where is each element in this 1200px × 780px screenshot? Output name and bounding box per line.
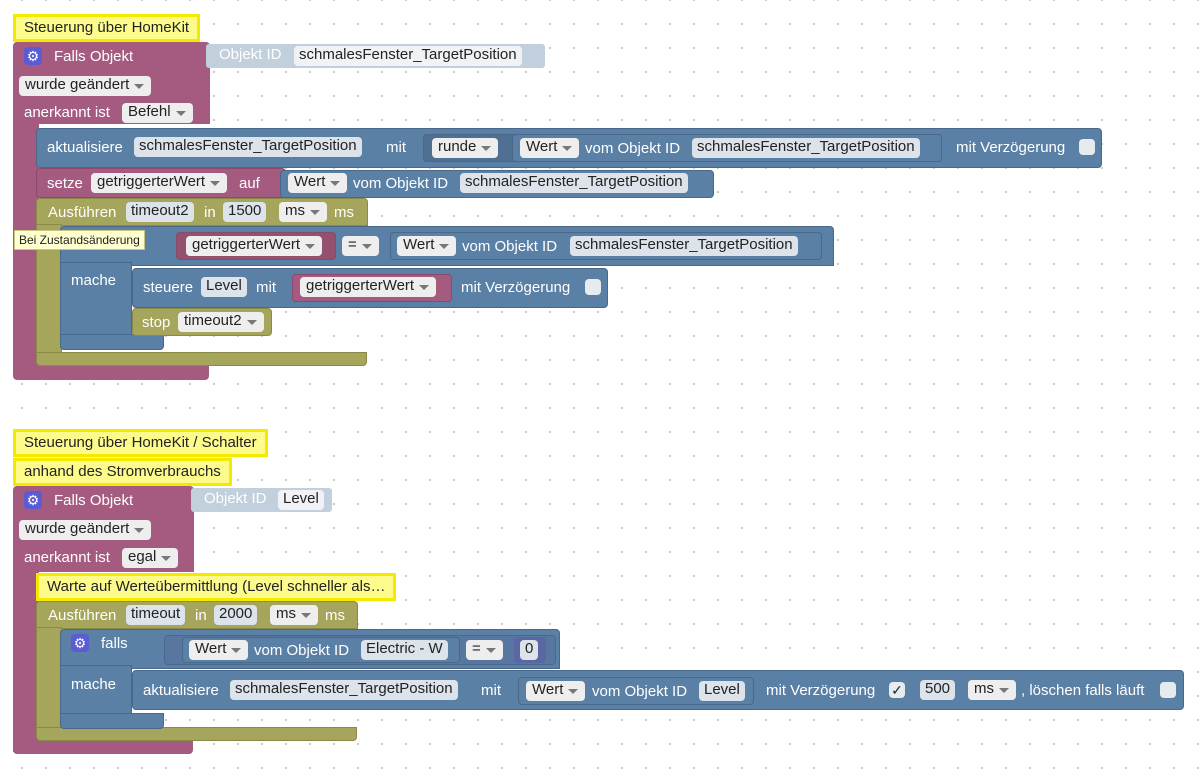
- timeout-name-field[interactable]: timeout: [126, 605, 186, 625]
- control-variable-dropdown[interactable]: getriggerterWert: [300, 277, 437, 297]
- timeout-unit-suffix: ms: [334, 204, 354, 221]
- changed-dropdown[interactable]: wurde geändert: [19, 520, 152, 540]
- update-clear-label: , löschen falls läuft: [1021, 682, 1145, 699]
- timeout-unit-suffix: ms: [325, 607, 345, 624]
- comment-group2-line2[interactable]: anhand des Stromverbrauchs: [13, 458, 232, 486]
- ack-dropdown[interactable]: Befehl: [122, 103, 193, 123]
- compare-operator-dropdown[interactable]: =: [342, 236, 379, 256]
- update-with-label: mit: [481, 682, 501, 699]
- comment-group2-line1[interactable]: Steuerung über HomeKit / Schalter: [13, 429, 268, 457]
- timeout-label: Ausführen: [48, 204, 117, 221]
- compare-variable-dropdown[interactable]: getriggerterWert: [186, 236, 323, 256]
- control-with-label: mit: [256, 279, 276, 296]
- control-delay-checkbox[interactable]: [585, 279, 601, 295]
- update-delay-checkbox[interactable]: ✓: [889, 682, 905, 698]
- control-target-field[interactable]: Level: [201, 277, 247, 297]
- object-id-label: Objekt ID: [204, 490, 267, 507]
- update-value-dropdown[interactable]: Wert: [526, 681, 586, 701]
- update-target-field[interactable]: schmalesFenster_TargetPosition: [134, 137, 362, 157]
- update-label: aktualisiere: [47, 139, 123, 156]
- gear-icon[interactable]: ⚙: [24, 491, 42, 509]
- set-to-label: auf: [239, 175, 260, 192]
- if-label: falls: [101, 635, 128, 652]
- set-value-dropdown[interactable]: Wert: [288, 173, 348, 193]
- event-trigger-footer-2: [13, 740, 193, 754]
- timeout-in-label: in: [204, 204, 216, 221]
- value-dropdown[interactable]: Wert: [520, 138, 580, 158]
- ack-label: anerkannt ist: [24, 104, 110, 121]
- update-delay-value-field[interactable]: 500: [920, 680, 956, 700]
- update-delay-label: mit Verzögerung: [766, 682, 876, 699]
- compare-value-dropdown[interactable]: Wert: [397, 236, 457, 256]
- control-label: steuere: [143, 279, 194, 296]
- object-id-field[interactable]: schmalesFenster_TargetPosition: [294, 46, 522, 66]
- set-variable-dropdown[interactable]: getriggerterWert: [91, 173, 228, 193]
- tooltip-on-change: Bei Zustandsänderung: [14, 230, 145, 250]
- object-id-field[interactable]: Level: [278, 490, 324, 510]
- timeout-ms-field[interactable]: 2000: [214, 605, 258, 625]
- round-dropdown[interactable]: runde: [432, 138, 499, 158]
- if-footer-2: [60, 713, 164, 729]
- compare-value-dropdown[interactable]: Wert: [189, 640, 249, 660]
- set-label: setze: [47, 175, 83, 192]
- stop-label: stop: [142, 314, 171, 331]
- stop-name-dropdown[interactable]: timeout2: [178, 312, 264, 332]
- compare-source-field[interactable]: schmalesFenster_TargetPosition: [570, 236, 798, 256]
- if-spine-2: [60, 665, 132, 721]
- update-clear-checkbox[interactable]: [1160, 682, 1176, 698]
- timeout-name-field[interactable]: timeout2: [126, 202, 194, 222]
- number-field[interactable]: 0: [520, 640, 539, 660]
- trigger-label: Falls Objekt: [54, 48, 134, 65]
- set-source-field[interactable]: schmalesFenster_TargetPosition: [460, 173, 688, 193]
- timeout-spine-2: [36, 627, 62, 731]
- event-trigger-spine-2: [13, 568, 39, 752]
- timeout-unit-dropdown[interactable]: ms: [270, 605, 318, 625]
- compare-from-object-label: vom Objekt ID: [254, 642, 350, 659]
- update-target-field[interactable]: schmalesFenster_TargetPosition: [230, 680, 458, 700]
- from-object-label: vom Objekt ID: [585, 140, 681, 157]
- gear-icon[interactable]: ⚙: [71, 634, 89, 652]
- timeout-footer-1: [36, 352, 367, 366]
- update-source-field[interactable]: Level: [699, 681, 745, 701]
- timeout-in-label: in: [195, 607, 207, 624]
- timeout-unit-dropdown[interactable]: ms: [279, 202, 327, 222]
- comment-group1[interactable]: Steuerung über HomeKit: [13, 14, 201, 42]
- timeout-ms-field[interactable]: 1500: [223, 202, 267, 222]
- object-id-label: Objekt ID: [219, 46, 282, 63]
- trigger-label: Falls Objekt: [54, 492, 134, 509]
- update-delay-unit-dropdown[interactable]: ms: [968, 680, 1016, 700]
- compare-operator-dropdown[interactable]: =: [466, 640, 503, 660]
- set-from-object-label: vom Objekt ID: [353, 175, 449, 192]
- timeout-label: Ausführen: [48, 607, 117, 624]
- update-source-field[interactable]: schmalesFenster_TargetPosition: [692, 138, 920, 158]
- object-id-input[interactable]: Objekt ID schmalesFenster_TargetPosition: [206, 44, 545, 68]
- on-change-footer-1: [60, 334, 164, 350]
- gear-icon[interactable]: ⚙: [24, 47, 42, 65]
- event-trigger-footer-1: [13, 366, 209, 380]
- object-id-input[interactable]: Objekt ID Level: [191, 488, 332, 512]
- update-label: aktualisiere: [143, 682, 219, 699]
- update-delay-label: mit Verzögerung: [956, 139, 1066, 156]
- ack-label: anerkannt ist: [24, 549, 110, 566]
- timeout-footer-2: [36, 727, 357, 741]
- compare-from-object-label: vom Objekt ID: [462, 238, 558, 255]
- update-delay-checkbox[interactable]: [1079, 139, 1095, 155]
- control-delay-label: mit Verzögerung: [461, 279, 571, 296]
- comment-inner[interactable]: Warte auf Werteübermittlung (Level schne…: [36, 573, 397, 601]
- update-from-object-label: vom Objekt ID: [592, 683, 688, 700]
- update-with-label: mit: [386, 139, 406, 156]
- do-label: mache: [71, 676, 117, 693]
- do-label: mache: [71, 272, 117, 289]
- ack-dropdown[interactable]: egal: [122, 548, 179, 568]
- changed-dropdown[interactable]: wurde geändert: [19, 76, 152, 96]
- compare-source-field[interactable]: Electric - W: [361, 640, 448, 660]
